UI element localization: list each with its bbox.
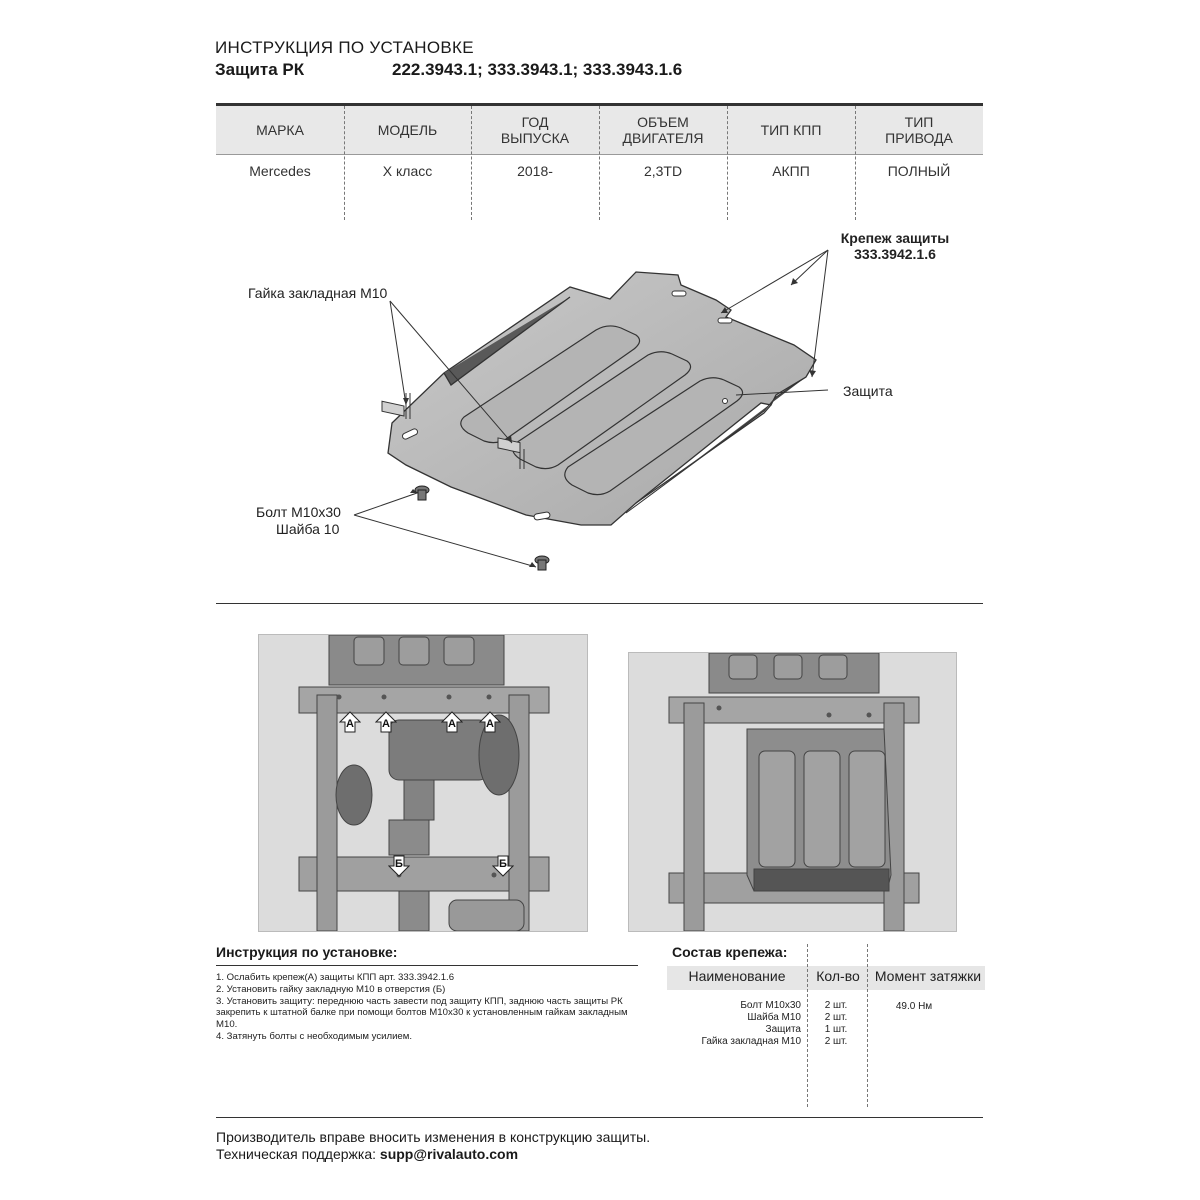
column-value: ПОЛНЫЙ [887,163,951,179]
point-a-marker: А [479,711,501,733]
point-a-marker: А [375,711,397,733]
leader-lines [353,249,829,568]
photo-after-installation [628,652,957,932]
label-washer: Шайба 10 [276,521,340,537]
leader-arrowheads [403,278,816,567]
column-model: МОДЕЛЬ X класс [344,106,471,220]
photo-before-installation: А А А А Б Б [258,634,588,932]
fastener-header-torque: Момент затяжки [874,968,982,984]
column-make: МАРКА Mercedes [216,106,344,220]
fastener-row-qty: 2 шт. [824,1012,848,1023]
document-title: ИНСТРУКЦИЯ ПО УСТАНОВКЕ [215,38,474,57]
support-line: Техническая поддержка: supp@rivalauto.co… [216,1146,518,1162]
column-header: МАРКА [256,122,304,138]
point-b-marker: Б [388,855,410,877]
instruction-step: 3. Установить защиту: переднюю часть зав… [216,995,628,1031]
instructions-list: 1. Ослабить крепеж(А) защиты КПП арт. 33… [216,972,641,1043]
column-value: Mercedes [249,163,311,179]
exploded-diagram: Гайка закладная М10 Крепеж защиты 333.39… [216,225,983,585]
support-email[interactable]: supp@rivalauto.com [379,1146,519,1162]
label-weld-nut: Гайка закладная М10 [248,285,388,301]
fastener-row-torque: 49.0 Нм [895,1001,933,1012]
instructions-title: Инструкция по установке: [216,944,398,960]
bolt-parts [414,485,550,571]
instruction-step: 2. Установить гайку закладную М10 в отве… [216,983,446,995]
undercarriage-render [259,634,587,932]
article-numbers: 222.3943.1; 333.3943.1; 333.3943.1.6 [392,60,683,79]
instruction-step: 4. Затянуть болты с необходимым усилием. [216,1030,413,1042]
column-divider [727,106,728,220]
column-divider [855,106,856,220]
column-divider [344,106,345,220]
section-divider [216,603,983,604]
label-bolt: Болт М10х30 [256,504,341,520]
column-header: МОДЕЛЬ [377,122,438,138]
product-name: Защита РК [215,60,305,79]
column-value: АКПП [772,163,810,179]
support-label: Техническая поддержка: [216,1146,380,1162]
fastener-table-header-band [667,966,985,990]
fastener-header-qty: Кол-во [816,968,860,984]
fastener-row-qty: 2 шт. [824,1036,848,1047]
fastener-row-name: Шайба М10 [747,1012,801,1023]
column-divider [599,106,600,220]
mounting-holes [401,290,733,521]
column-value: 2,3TD [643,163,683,179]
column-gearbox: ТИП КПП АКПП [727,106,855,220]
point-a-marker: А [441,711,463,733]
fastener-column-divider [807,944,808,1107]
label-guard-fastener: Крепеж защиты 333.3942.1.6 [840,230,950,262]
table-top-rule [216,103,983,106]
column-value: 2018- [517,163,553,179]
point-b-marker: Б [492,855,514,877]
fastener-row-qty: 1 шт. [824,1024,848,1035]
column-value: X класс [382,163,433,179]
fastener-column-divider [867,944,868,1107]
diagram-drawing [353,249,829,571]
fastener-row-name: Гайка закладная М10 [701,1036,801,1047]
fastener-row-name: Болт М10х30 [740,1000,801,1011]
label-guard: Защита [843,383,893,399]
plate-ribs [460,325,744,496]
fastener-row-qty: 2 шт. [824,1000,848,1011]
fastener-row-name: Защита [765,1024,801,1035]
fastener-header-name: Наименование [688,968,786,984]
fastener-kit-title: Состав крепежа: [672,944,788,960]
point-a-marker: А [339,711,361,733]
weld-nut-parts [381,393,525,469]
manufacturer-notice: Производитель вправе вносить изменения в… [216,1129,651,1145]
column-header: ТИП КПП [760,122,822,138]
instruction-step: 1. Ослабить крепеж(А) защиты КПП арт. 33… [216,972,455,983]
footer-rule [216,1117,983,1118]
undercarriage-render-installed [629,652,956,932]
instructions-rule [216,965,638,966]
column-divider [471,106,472,220]
